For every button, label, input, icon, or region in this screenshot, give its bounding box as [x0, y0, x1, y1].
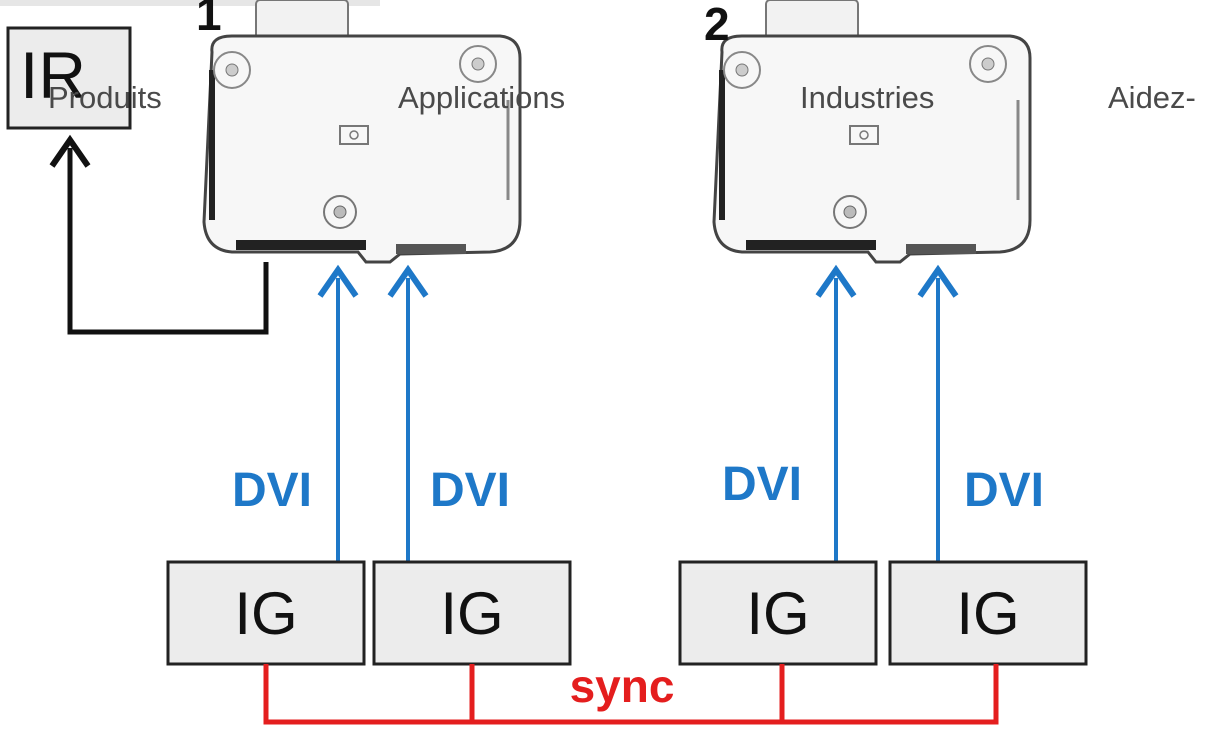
ir-arrowhead — [49, 134, 91, 168]
projector-2-number: 2 — [704, 0, 730, 50]
ig-box-4 — [888, 560, 1088, 666]
sync-label: sync — [570, 660, 675, 712]
ig-label-4: IG — [956, 580, 1019, 647]
ir-label: IR — [20, 38, 86, 112]
projector-2 — [712, 0, 1032, 264]
ir-box — [6, 26, 132, 130]
sync-lines — [263, 664, 999, 725]
ig-box-1 — [166, 560, 366, 666]
dvi-label-2: DVI — [430, 464, 510, 517]
ig-box-3 — [678, 560, 878, 666]
dvi-label-3: DVI — [722, 458, 802, 511]
cropped-header-fragment — [0, 0, 380, 6]
nav-item-aidez[interactable]: Aidez- — [1108, 80, 1196, 115]
ig-box-2 — [372, 560, 572, 666]
nav-item-applications[interactable]: Applications — [398, 80, 566, 115]
projector-1 — [202, 0, 522, 264]
ig-label-2: IG — [440, 580, 503, 647]
dvi-label-1: DVI — [232, 464, 312, 517]
ir-connection-line — [67, 148, 269, 335]
projector-1-number: 1 — [196, 0, 222, 40]
dvi-lines — [317, 264, 959, 562]
nav-item-industries[interactable]: Industries — [800, 80, 935, 115]
nav-item-produits[interactable]: Produits — [48, 80, 162, 115]
ig-label-1: IG — [234, 580, 297, 647]
dvi-label-4: DVI — [964, 464, 1044, 517]
ig-label-3: IG — [746, 580, 809, 647]
